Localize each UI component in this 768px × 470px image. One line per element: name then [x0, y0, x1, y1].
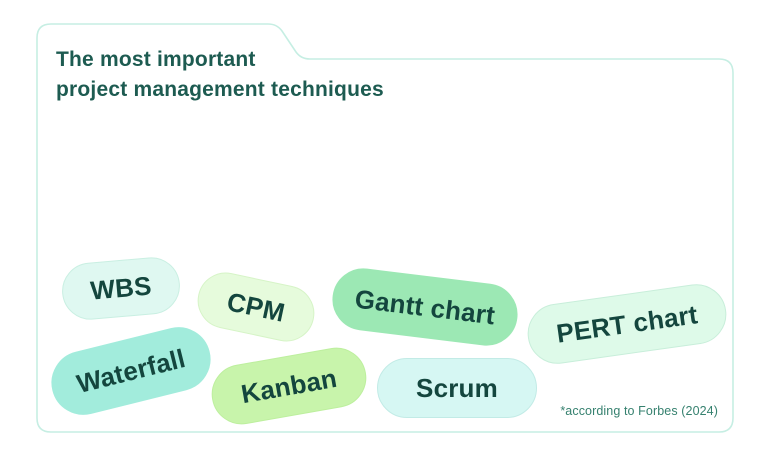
pill-waterfall-label: Waterfall	[73, 342, 189, 399]
pill-kanban-label: Kanban	[238, 362, 340, 409]
pill-gantt-chart-label: Gantt chart	[353, 283, 497, 330]
pill-wbs-label: WBS	[89, 270, 153, 306]
pill-scrum-label: Scrum	[416, 372, 498, 403]
footnote-source: *according to Forbes (2024)	[560, 404, 718, 418]
pill-cpm: CPM	[192, 267, 320, 347]
pill-wbs: WBS	[59, 254, 183, 323]
page-title: The most important project management te…	[56, 45, 384, 105]
page-title-line-1: The most important	[56, 48, 256, 71]
pill-pert-chart-label: PERT chart	[554, 298, 700, 349]
pill-cpm-label: CPM	[224, 285, 288, 328]
page-title-line-2: project management techniques	[56, 78, 384, 101]
pill-pert-chart: PERT chart	[523, 280, 731, 368]
pill-scrum: Scrum	[377, 358, 537, 418]
pill-waterfall: Waterfall	[44, 320, 218, 422]
pill-kanban: Kanban	[206, 342, 372, 430]
pill-gantt-chart: Gantt chart	[328, 264, 522, 350]
